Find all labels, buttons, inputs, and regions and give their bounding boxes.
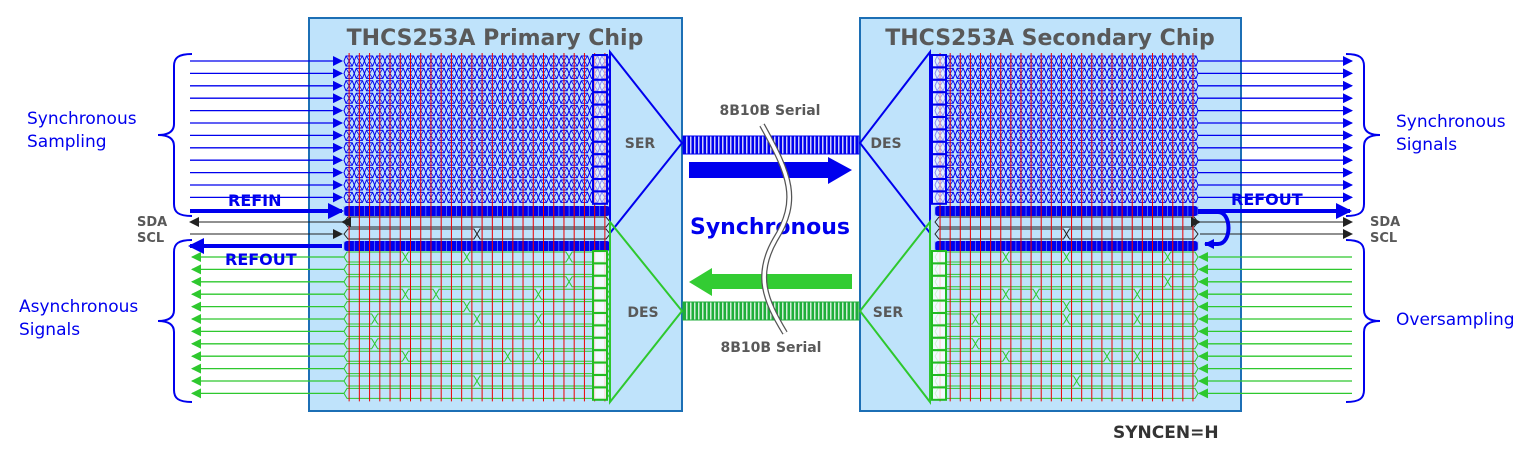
right-refout-label: REFOUT [1231, 190, 1303, 209]
async-register-cell [592, 386, 608, 401]
reverse-direction-arrow [689, 268, 852, 296]
sync-register-cell [592, 66, 608, 81]
primary-ser-block [609, 49, 684, 236]
async-register-cell [931, 386, 947, 401]
sync-register-cell [931, 54, 947, 69]
async-register-cell [931, 250, 947, 265]
syncen-setting-label: SYNCEN=H [1113, 423, 1219, 443]
sync-register-cell [931, 153, 947, 168]
sync-register-cell [931, 165, 947, 181]
sync-register-cell [592, 103, 608, 118]
async-register-cell [592, 349, 608, 364]
sync-register-cell [931, 91, 947, 106]
serial-label-top: 8B10B Serial [720, 103, 821, 119]
secondary-des-label: DES [870, 136, 901, 152]
sync-register-cell [592, 190, 608, 205]
async-register-cell [592, 336, 608, 352]
left-sda-label: SDA [137, 215, 167, 230]
async-register-cell [592, 361, 608, 377]
left-async-brace [157, 239, 193, 403]
right-sync-group-label: Synchronous Signals [1396, 112, 1511, 155]
primary-chip-title: THCS253A Primary Chip [347, 26, 644, 51]
serial-label-bottom: 8B10B Serial [721, 340, 822, 356]
sync-register-cell [592, 78, 608, 94]
sync-register-cell [931, 178, 947, 193]
async-register-cell [931, 262, 947, 277]
sync-register-cell [931, 128, 947, 143]
async-register-cell [592, 262, 608, 277]
secondary-refout-loopback [1198, 210, 1231, 249]
async-register-cell [931, 312, 947, 327]
async-register-cell [931, 361, 947, 377]
async-register-cell [592, 250, 608, 265]
sync-register-cell [592, 54, 608, 69]
async-register-cell [931, 374, 947, 389]
secondary-chip-title: THCS253A Secondary Chip [885, 26, 1215, 51]
scl-bus-cell [1065, 228, 1199, 240]
async-register-cell [592, 324, 608, 339]
left-refin-label: REFIN [228, 191, 282, 210]
async-register-cell [931, 287, 947, 302]
left-async-group-label: Asynchronous Signals [19, 297, 144, 340]
right-sda-label: SDA [1370, 215, 1400, 230]
primary-sampling-grid [343, 53, 611, 402]
sync-register-cell [592, 153, 608, 168]
left-sync-group-label: Synchronous Sampling [27, 109, 142, 152]
cable-break-inner [760, 124, 791, 334]
link-mode-label: Synchronous [690, 215, 850, 240]
primary-des-block [609, 219, 684, 405]
left-scl-label: SCL [137, 231, 164, 246]
async-register-cell [931, 336, 947, 352]
async-register-cell [592, 374, 608, 389]
right-scl-label: SCL [1370, 231, 1397, 246]
right-async-group-label: Oversampling [1396, 310, 1515, 330]
async-register-cell [931, 349, 947, 364]
primary-des-label: DES [627, 305, 658, 321]
sync-register-cell [931, 78, 947, 94]
sync-register-cell [931, 103, 947, 118]
async-register-cell [592, 312, 608, 327]
async-register-cell [592, 274, 608, 290]
sync-register-cell [592, 165, 608, 181]
sync-register-cell [592, 91, 608, 106]
sync-register-cell [931, 190, 947, 205]
async-register-cell [931, 299, 947, 315]
right-async-brace [1345, 239, 1381, 403]
left-sync-brace [157, 53, 193, 217]
async-register-cell [931, 274, 947, 290]
secondary-ser-block [858, 219, 931, 405]
sync-register-cell [592, 178, 608, 193]
sync-register-cell [931, 116, 947, 131]
forward-direction-arrow [689, 157, 852, 184]
sync-register-cell [592, 128, 608, 143]
secondary-ser-label: SER [873, 305, 904, 321]
right-signal-lines [1191, 56, 1353, 399]
left-signal-lines [188, 56, 351, 399]
secondary-sampling-grid [931, 53, 1199, 402]
sync-register-cell [592, 116, 608, 131]
sync-register-cell [931, 140, 947, 156]
right-sync-brace [1345, 53, 1381, 217]
primary-ser-label: SER [625, 136, 656, 152]
secondary-des-block [858, 49, 931, 236]
sync-register-cell [931, 66, 947, 81]
left-refout-label: REFOUT [225, 250, 297, 269]
async-register-cell [592, 299, 608, 315]
sync-register-cell [592, 140, 608, 156]
async-register-cell [592, 287, 608, 302]
async-register-cell [931, 324, 947, 339]
